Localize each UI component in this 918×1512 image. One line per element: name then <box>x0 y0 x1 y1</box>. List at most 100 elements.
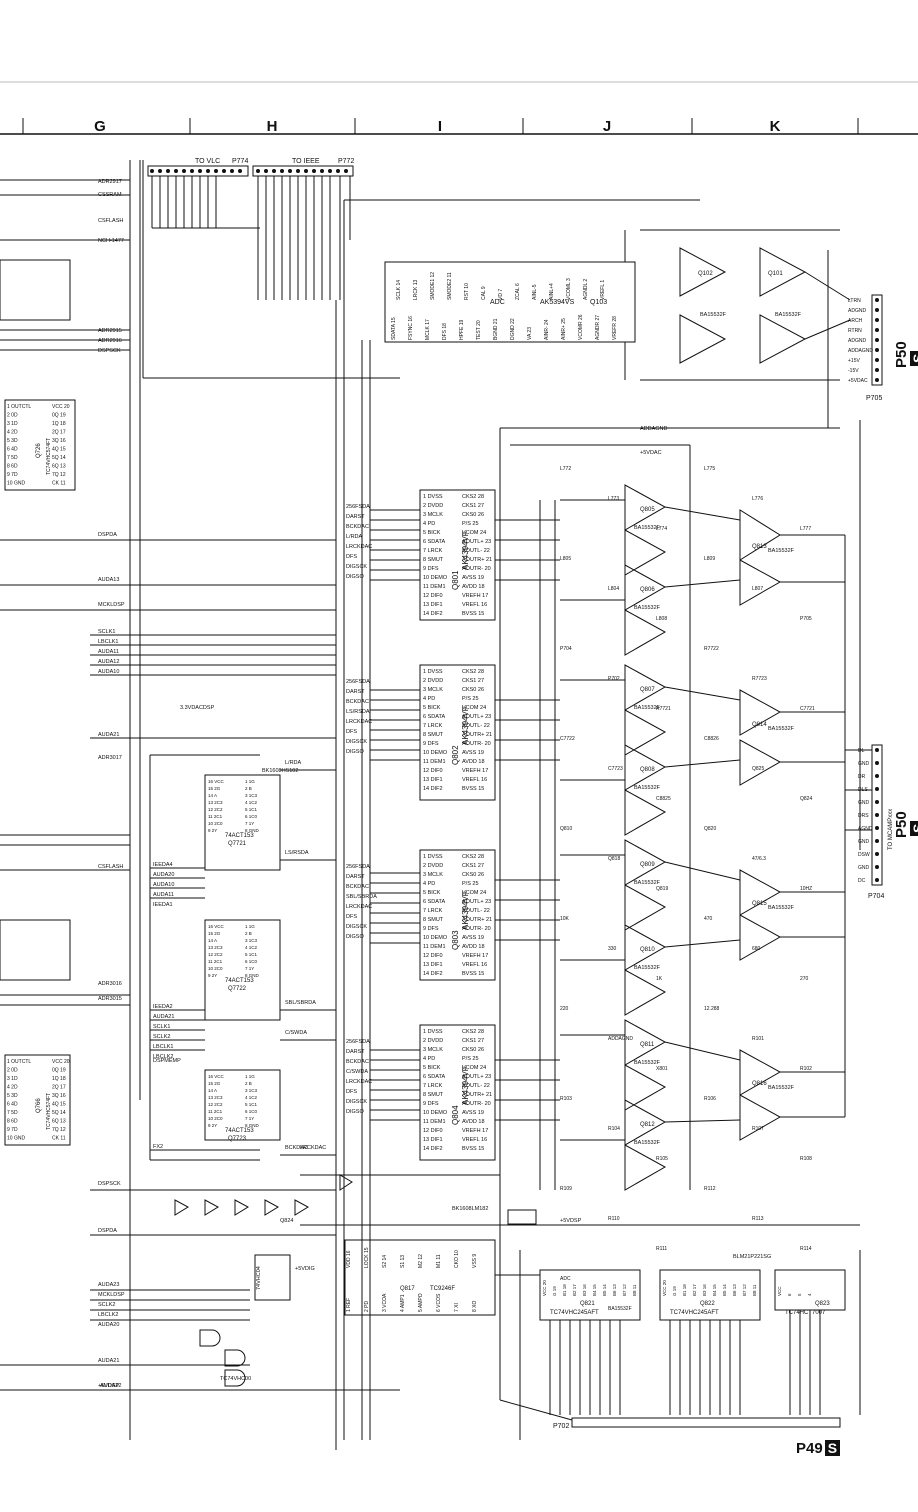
p774-label: TO VLC <box>195 158 220 165</box>
left-chip-pin: 6 4D <box>7 447 18 453</box>
dac-pin-right: AOUTR- 20 <box>462 1101 491 1107</box>
buffer-pin: B1 18 <box>682 1284 687 1296</box>
part-label: R105 <box>656 1156 668 1162</box>
dac-pin-right: AOUTR+ 21 <box>462 917 492 923</box>
part-label: C7721 <box>800 706 815 712</box>
page-ref-top-badge: S <box>910 350 918 366</box>
mux-signal-label: SCLK2 <box>153 1034 170 1040</box>
mux-pin: 16 VCC <box>208 779 225 784</box>
part-label: R111 <box>656 1246 667 1252</box>
adc-pin: ZCAL 6 <box>515 283 521 300</box>
left-chip-pin: 7Q 12 <box>52 1127 66 1133</box>
page-ref-top: P50S <box>893 341 918 368</box>
signal-label: +5VDSP <box>98 1383 120 1389</box>
buffer-pin: B6 13 <box>612 1284 617 1296</box>
rail-label: +5VDAC <box>640 450 662 456</box>
dac-pin-left: 1 DVSS <box>423 494 443 500</box>
left-chip-pin: 6Q 13 <box>52 1119 66 1125</box>
p705-pin: ADGND <box>848 338 866 344</box>
signal-label: AUDA22 <box>100 1383 121 1389</box>
left-chip-pin: 2Q 17 <box>52 1085 66 1091</box>
mux-pin: 13 2C3 <box>208 1095 223 1100</box>
dac-ref: Q803 <box>451 930 460 950</box>
mux-pin: 2 B <box>245 931 252 936</box>
wiring <box>0 160 883 1450</box>
adc-pin: BGND 21 <box>493 318 499 340</box>
mux-pin: 7 1Y <box>245 821 254 826</box>
adc-center: ADC <box>490 299 505 306</box>
buffer-pin: B2 17 <box>692 1284 697 1296</box>
dac-pin-left: 4 PD <box>423 696 435 702</box>
adc-pin: LRCK 13 <box>413 279 419 300</box>
part-label: L777 <box>800 526 811 532</box>
left-chip-pin: 4 2D <box>7 430 18 436</box>
dac-pin-right: CKS2 28 <box>462 854 484 860</box>
dac-input-signal: 256FSDA <box>346 864 370 870</box>
part-label: 470 <box>704 916 713 922</box>
mux-pin: 15 2G <box>208 786 221 791</box>
dac-pin-right: CKS1 27 <box>462 678 484 684</box>
left-chip-pin: 8 6D <box>7 464 18 470</box>
dac-pin-left: 11 DEM1 <box>423 759 446 765</box>
dac-input-signal: 256FSDA <box>346 504 370 510</box>
dac-pin-right: AOUTL+ 23 <box>462 1074 491 1080</box>
dac-input-signal: SBL/SBRDA <box>346 894 377 900</box>
mux-pin: 8 GND <box>245 973 260 978</box>
part-label: 220 <box>560 1006 569 1012</box>
dac-pin-left: 1 DVSS <box>423 854 443 860</box>
dac-input-signal: DIGSO <box>346 749 364 755</box>
pll-ref: Q817 <box>400 1286 415 1292</box>
dac-pin-right: AVDD 18 <box>462 1119 485 1125</box>
dac-pin-left: 4 PD <box>423 521 435 527</box>
dac-pin-left: 5 BICK <box>423 705 441 711</box>
mux-pin: 14 A <box>208 1088 217 1093</box>
dac-input-signal: LS/RSDA <box>346 709 370 715</box>
left-chip-pin: 7Q 12 <box>52 472 66 478</box>
left-chip-pin: 10 GND <box>7 481 25 487</box>
buffer-ref: Q823 <box>815 1301 830 1307</box>
dac-pin-right: AOUTL- 22 <box>462 908 490 914</box>
mux-signal-label: LBCLK1 <box>153 1044 174 1050</box>
dac-pin-left: 12 DIF0 <box>423 953 443 959</box>
part-label: R113 <box>752 1216 764 1222</box>
dac-pin-right: VCOM 24 <box>462 1065 486 1071</box>
left-chip-pin: 6 4D <box>7 1102 18 1108</box>
dac-pin-right: AOUTL- 22 <box>462 1083 490 1089</box>
part-label: P704 <box>560 646 572 652</box>
dac-pin-left: 2 DVDD <box>423 503 443 509</box>
part-label: Q810 <box>560 826 572 832</box>
output-opamp-ref: Q816 <box>752 1081 767 1087</box>
pll-pin: 4 AMP1 <box>400 1294 406 1312</box>
dac-pin-left: 2 DVDD <box>423 678 443 684</box>
dac-pin-right: VREFH 17 <box>462 1128 488 1134</box>
pll-pin: M2 12 <box>418 1254 424 1268</box>
pll-pin: 3 VCOA <box>382 1293 388 1312</box>
part-label: R7722 <box>704 646 719 652</box>
left-chip-pin: 3 1D <box>7 1076 18 1082</box>
dac-pin-right: AOUTL- 22 <box>462 723 490 729</box>
mux-ref: Q7722 <box>228 986 247 992</box>
mux-signal-label: AUDA20 <box>153 872 174 878</box>
dac-pin-right: CKS0 26 <box>462 1047 484 1053</box>
adc-pin: AINL+4 <box>549 283 555 300</box>
gate-q824-ref: Q824 <box>280 1218 293 1224</box>
p704-pin: DL <box>858 748 865 754</box>
p704-label: TO MCAMPxxx <box>888 809 894 850</box>
dac-pin-left: 11 DEM1 <box>423 944 446 950</box>
p702-ref: P702 <box>553 1423 569 1430</box>
mux-pin: 16 VCC <box>208 1074 225 1079</box>
dac-input-signal: DIGSCK <box>346 924 367 930</box>
signal-label: AUDA13 <box>98 577 119 583</box>
left-chip-ref: Q766 <box>36 1098 42 1113</box>
mux-pin: 11 2C1 <box>208 1109 223 1114</box>
part-label: 12.288 <box>704 1006 720 1012</box>
dac-pin-right: BVSS 15 <box>462 611 484 617</box>
left-chip-pin: 2Q 17 <box>52 430 66 436</box>
part-label: L808 <box>656 616 667 622</box>
left-chip-pin: 1 OUTCTL <box>7 1059 31 1065</box>
adc-opamp-ref: Q101 <box>768 271 783 277</box>
dac-pin-left: 13 DIF1 <box>423 1137 443 1143</box>
buffer-part: TC74HCT7007 <box>785 1310 826 1316</box>
mux-signal-label: IEEDA4 <box>153 862 173 868</box>
